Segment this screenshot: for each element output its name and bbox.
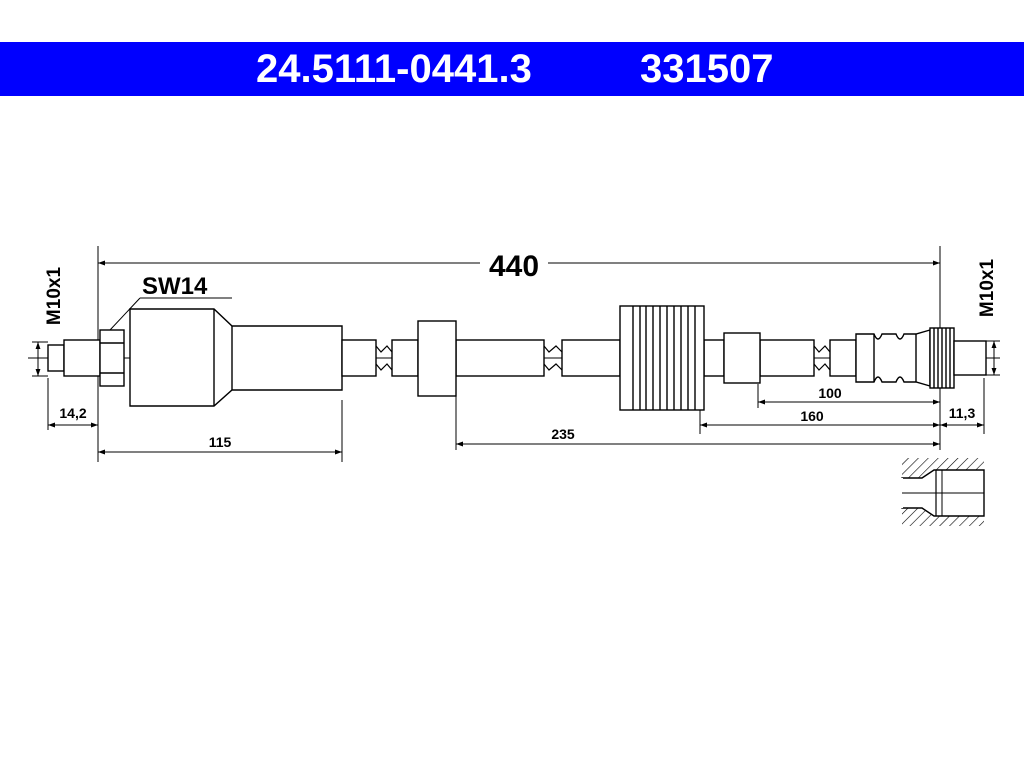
break-marks [375, 345, 831, 371]
dimension-lines [48, 260, 984, 455]
title-bar [0, 42, 1024, 96]
dim-left-thread: 14,2 [59, 405, 86, 421]
port-detail [901, 458, 985, 526]
dim-sleeve: 100 [818, 385, 842, 401]
dim-right-thread: 11,3 [949, 405, 976, 421]
thread-left-label: M10x1 [44, 267, 65, 326]
wrench-size-label: SW14 [142, 273, 208, 300]
part-number: 24.5111-0441.3 [256, 47, 532, 91]
hose-collar [723, 332, 761, 384]
reference-number: 331507 [640, 47, 774, 91]
dim-collar: 160 [800, 408, 824, 424]
dim-bracket: 235 [551, 426, 575, 442]
left-fitting [47, 308, 343, 407]
right-fitting [855, 327, 987, 389]
spring-guard [619, 305, 705, 411]
thread-right-label: M10x1 [977, 259, 998, 318]
overall-length-label: 440 [489, 250, 539, 283]
thread-markers [32, 340, 1000, 377]
hose [341, 339, 857, 377]
hose-bracket [417, 320, 457, 397]
dim-left-fitting: 115 [209, 434, 232, 450]
